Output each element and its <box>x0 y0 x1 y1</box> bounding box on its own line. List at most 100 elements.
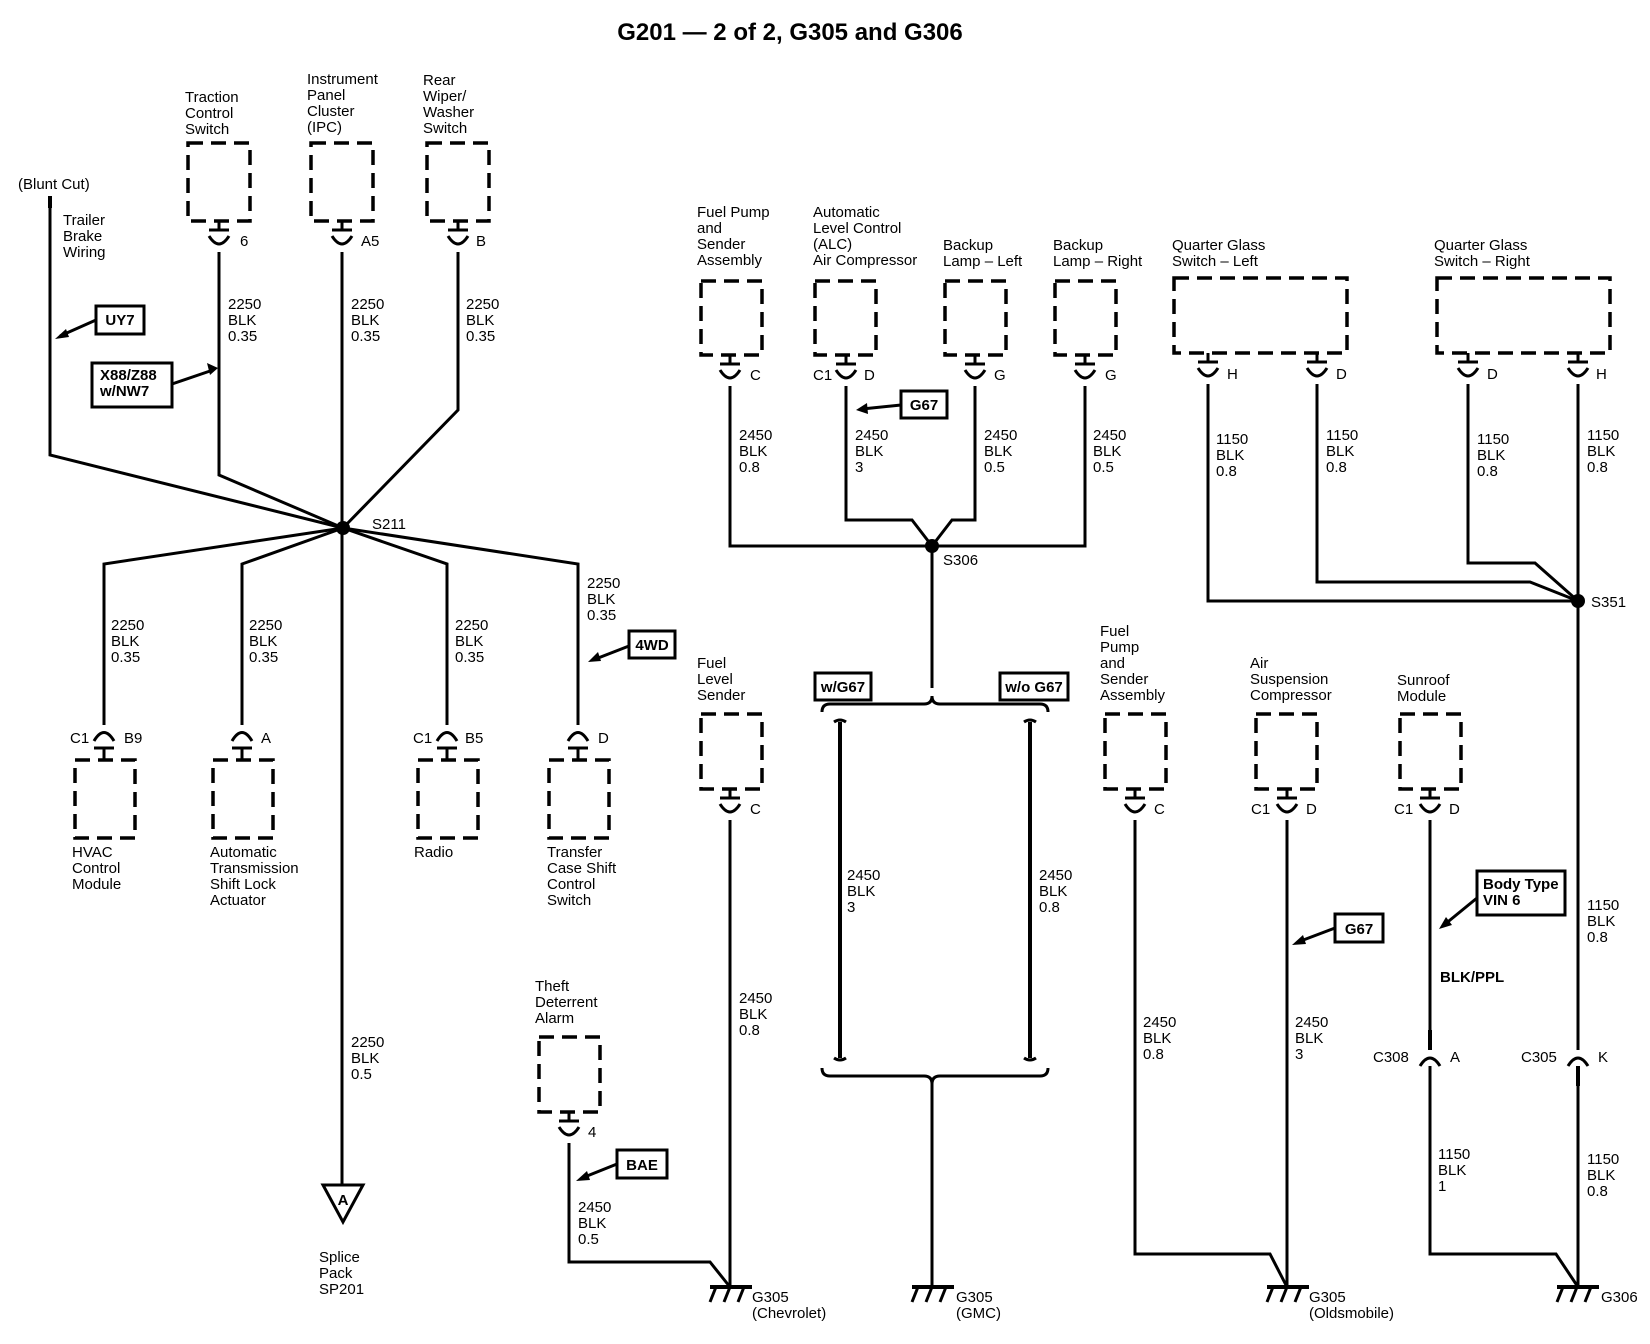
wire-transfer-case <box>342 526 580 725</box>
radio-conn-label: C1 <box>413 730 432 747</box>
fuel-pump-sender-2-box <box>1103 712 1168 791</box>
label-line: Wiper/ <box>423 88 467 105</box>
theft-alarm-box <box>537 1035 602 1114</box>
connector-symbol <box>1275 789 1299 814</box>
option-4wd-label: 4WD <box>635 637 669 654</box>
quarter-glass-left-box <box>1172 276 1349 355</box>
radio-box <box>416 758 480 840</box>
option-body-type-arrow <box>1443 896 1478 927</box>
ground-symbol-g305-chevrolet <box>708 1285 752 1303</box>
label-line: Automatic <box>210 844 277 861</box>
c305-pin: K <box>1598 1049 1608 1066</box>
qgl-d-pin: D <box>1336 366 1347 383</box>
label-line: Traction <box>185 89 239 106</box>
arrowhead <box>1439 917 1452 929</box>
fuel-pump-sender-box <box>699 279 764 357</box>
label-line: Switch <box>185 121 229 138</box>
ground-g306-label: G306 <box>1601 1289 1638 1306</box>
sunroof-wire-color: BLK/PPL <box>1440 969 1504 986</box>
label-line: 0.8 <box>1216 463 1237 480</box>
label-line: 0.8 <box>1477 463 1498 480</box>
backup-right-pin: G <box>1105 367 1117 384</box>
label-line: Actuator <box>210 892 266 909</box>
label-line: HVAC <box>72 844 113 861</box>
label-line: Transmission <box>210 860 299 877</box>
connector-c308 <box>1418 1030 1442 1082</box>
label-line: 1150 <box>1477 431 1509 448</box>
label-line: BLK <box>1216 447 1244 464</box>
theft-pin: 4 <box>588 1124 596 1141</box>
label-line: 1150 <box>1587 1151 1619 1168</box>
wire-traction-control <box>217 252 344 530</box>
label-line: (Oldsmobile) <box>1309 1305 1394 1322</box>
label-line: VIN 6 <box>1483 892 1521 909</box>
option-x88-arrow <box>171 368 214 386</box>
label-line: 0.35 <box>228 328 257 345</box>
blunt-cut-label: (Blunt Cut) <box>18 176 90 193</box>
arrowhead <box>55 329 69 339</box>
alc-conn-label: C1 <box>813 367 832 384</box>
option-4wd-box <box>627 629 677 660</box>
label-line: 0.8 <box>1326 459 1347 476</box>
ground-g305-oldsmobile-label: G305(Oldsmobile) <box>1309 1289 1394 1322</box>
option-g67-a-label: G67 <box>910 397 938 414</box>
hvac-pin-label: B9 <box>124 730 142 747</box>
splice-s211-dot <box>336 521 350 535</box>
label-line: 2250 <box>351 1034 384 1051</box>
ground-symbol-g306 <box>1555 1285 1599 1303</box>
air-susp-pin: D <box>1306 801 1317 818</box>
connector-symbol <box>207 221 231 246</box>
label-line: Fuel <box>1100 623 1129 640</box>
label-line: Trailer <box>63 212 105 229</box>
option-uy7-box <box>94 304 146 336</box>
label-line: Air <box>1250 655 1268 672</box>
connector-symbol <box>566 731 590 760</box>
option-w-g67-label: w/G67 <box>820 679 865 696</box>
label-line: Sunroof <box>1397 672 1450 689</box>
label-line: BLK <box>111 633 139 650</box>
label-line: Body Type <box>1483 876 1559 893</box>
quarter-glass-right-box <box>1435 276 1612 355</box>
wire-alc <box>844 386 934 547</box>
qgr-d-pin: D <box>1487 366 1498 383</box>
rear-wiper-washer-switch-box <box>425 141 491 223</box>
label-line: (Chevrolet) <box>752 1305 826 1322</box>
label-line: Cluster <box>307 103 355 120</box>
label-line: Instrument <box>307 71 379 88</box>
label-line: 2450 <box>1093 427 1126 444</box>
label-line: BLK <box>855 443 883 460</box>
ats-actuator-box <box>211 758 275 840</box>
label-line: Theft <box>535 978 570 995</box>
connector-symbol <box>1073 355 1097 380</box>
connector-symbol <box>1305 353 1329 378</box>
label-line: SP201 <box>319 1281 364 1298</box>
alc-pin: D <box>864 367 875 384</box>
label-line: Pack <box>319 1265 353 1282</box>
option-g67-a-arrow <box>861 403 902 411</box>
label-line: Fuel <box>697 655 726 672</box>
ground-g305-chevrolet-label: G305(Chevrolet) <box>752 1289 826 1322</box>
label-line: BLK <box>1093 443 1121 460</box>
radio-pin-label: B5 <box>465 730 483 747</box>
traction-control-switch-box <box>186 141 252 223</box>
label-line: 2450 <box>847 867 880 884</box>
splice-s306-dot <box>925 539 939 553</box>
label-line: 0.5 <box>1093 459 1114 476</box>
ground-g305-gmc-label: G305(GMC) <box>956 1289 1001 1322</box>
label-line: 2250 <box>466 296 499 313</box>
label-line: BLK <box>1143 1030 1171 1047</box>
label-line: Module <box>1397 688 1446 705</box>
air-susp-conn-label: C1 <box>1251 801 1270 818</box>
